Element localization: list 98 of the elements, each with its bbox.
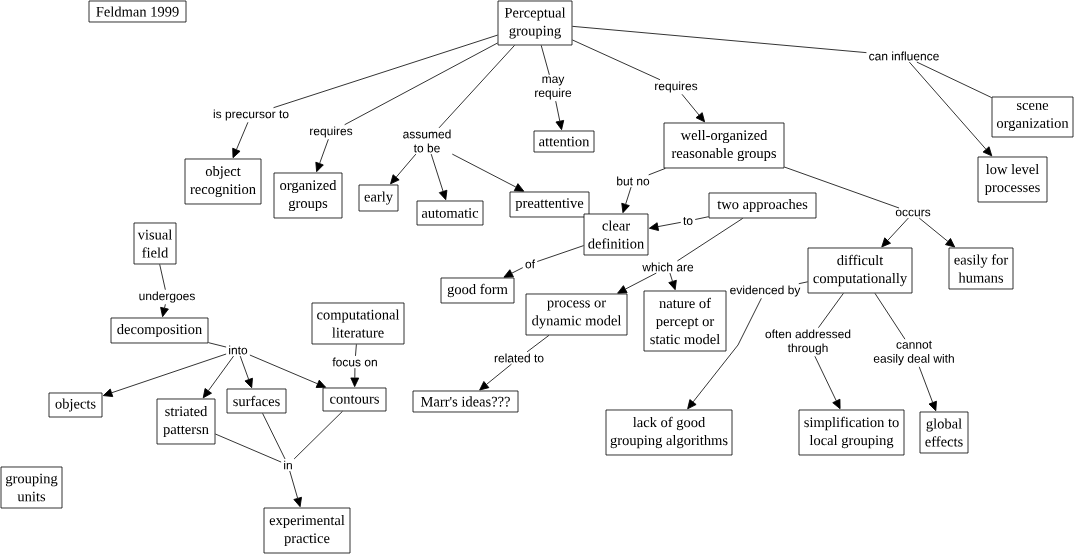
arrow: [918, 366, 937, 412]
arrow: [202, 355, 234, 399]
linking-phrase: which are: [640, 261, 696, 273]
linking-phrase: undergoes: [136, 289, 198, 305]
connector-line: [784, 166, 900, 209]
concept-box: Feldman 1999: [88, 0, 187, 23]
concept-box: simplification to local grouping: [798, 409, 905, 456]
connector-line: [215, 433, 282, 463]
concept-box: automatic: [416, 200, 484, 226]
concept-box: objects: [48, 392, 103, 418]
linking-phrase: into: [226, 344, 250, 356]
linking-phrase: can influence: [866, 50, 942, 62]
connector-line: [159, 264, 166, 291]
linking-phrase: cannot easily deal with: [870, 339, 958, 367]
arrow: [315, 138, 329, 173]
concept-box: surfaces: [226, 388, 287, 414]
connector-line: [874, 293, 906, 340]
concept-box: object recognition: [184, 158, 262, 205]
concept-box: contours: [322, 387, 387, 412]
connector-line: [916, 61, 992, 98]
arrow: [814, 355, 841, 410]
connector-line: [572, 39, 661, 81]
concept-box: visual field: [133, 222, 177, 265]
linking-phrase: focus on: [330, 356, 380, 368]
arrow: [908, 61, 993, 157]
concept-box: low level processes: [977, 156, 1048, 203]
concept-box: experimental practice: [263, 507, 351, 554]
arrow: [102, 353, 227, 397]
arrow: [479, 363, 512, 391]
connector-line: [344, 42, 498, 126]
linking-phrase: occurs: [893, 208, 933, 218]
arrow: [668, 272, 677, 291]
arrow: [648, 221, 682, 231]
arrow: [239, 355, 253, 389]
connector-line: [694, 216, 709, 220]
linking-phrase: may require: [531, 75, 575, 101]
concept-box: clear definition: [583, 213, 649, 256]
concept-box: well-organized reasonable groups: [663, 122, 785, 169]
concept-box: decomposition: [110, 317, 209, 344]
connector-line: [262, 413, 286, 460]
arrow: [681, 93, 705, 123]
connector-line: [438, 45, 515, 129]
connector-line: [536, 245, 584, 262]
connector-line: [798, 281, 808, 285]
concept-box: attention: [533, 130, 595, 153]
arrow: [249, 354, 326, 388]
connector-line: [208, 342, 227, 348]
arrow: [232, 121, 249, 159]
arrow: [918, 217, 956, 248]
arrow: [621, 186, 632, 214]
concept-box: computational literature: [311, 302, 405, 345]
connector-line: [355, 344, 357, 357]
connector-line: [818, 293, 844, 329]
arrow: [390, 153, 417, 185]
concept-box: process or dynamic model: [525, 293, 628, 336]
linking-phrase: in: [281, 459, 295, 471]
arrow: [289, 470, 302, 508]
linking-phrase: of: [523, 258, 537, 270]
concept-box: grouping units: [0, 466, 63, 509]
arrow: [555, 100, 565, 131]
connector-line: [540, 45, 550, 76]
connector-line: [273, 34, 498, 109]
concept-box: lack of good grouping algorithms: [605, 409, 733, 456]
concept-box: scene organization: [991, 96, 1074, 138]
linking-phrase: requires: [307, 124, 355, 140]
arrow: [687, 297, 762, 410]
concept-box: difficult computationally: [807, 247, 913, 294]
concept-box: good form: [440, 277, 515, 304]
linking-phrase: related to: [492, 352, 547, 364]
arrow: [503, 267, 524, 278]
concept-box: nature of percept or static model: [643, 290, 727, 352]
concept-box: preattentive: [509, 191, 590, 218]
concept-box: global effects: [919, 411, 969, 454]
arrow: [617, 272, 657, 294]
connector-line: [677, 218, 744, 262]
arrow: [881, 217, 909, 248]
concept-box: early: [358, 184, 399, 212]
arrow: [451, 153, 525, 192]
concept-box: easily for humans: [948, 247, 1014, 290]
concept-box: Perceptual grouping: [497, 0, 573, 46]
linking-phrase: is precursor to: [211, 107, 291, 123]
connector-line: [293, 411, 343, 460]
connector-line: [572, 25, 867, 54]
linking-phrase: requires: [652, 79, 700, 95]
concept-box: organized groups: [273, 172, 343, 219]
linking-phrase: evidenced by: [727, 283, 803, 299]
concept-box: Marr's ideas???: [412, 390, 519, 413]
arrow: [350, 367, 360, 388]
concept-box: striated pattersn: [156, 398, 216, 445]
arrow: [430, 153, 448, 201]
arrow: [160, 303, 169, 318]
linking-phrase: assumed to be: [399, 128, 455, 154]
connector-line: [526, 335, 550, 353]
linking-phrase: but no: [614, 175, 652, 187]
linking-phrase: often addressed through: [761, 327, 855, 357]
linking-phrase: to: [681, 215, 695, 227]
concept-box: two approaches: [708, 192, 817, 219]
connector-line: [648, 168, 666, 176]
